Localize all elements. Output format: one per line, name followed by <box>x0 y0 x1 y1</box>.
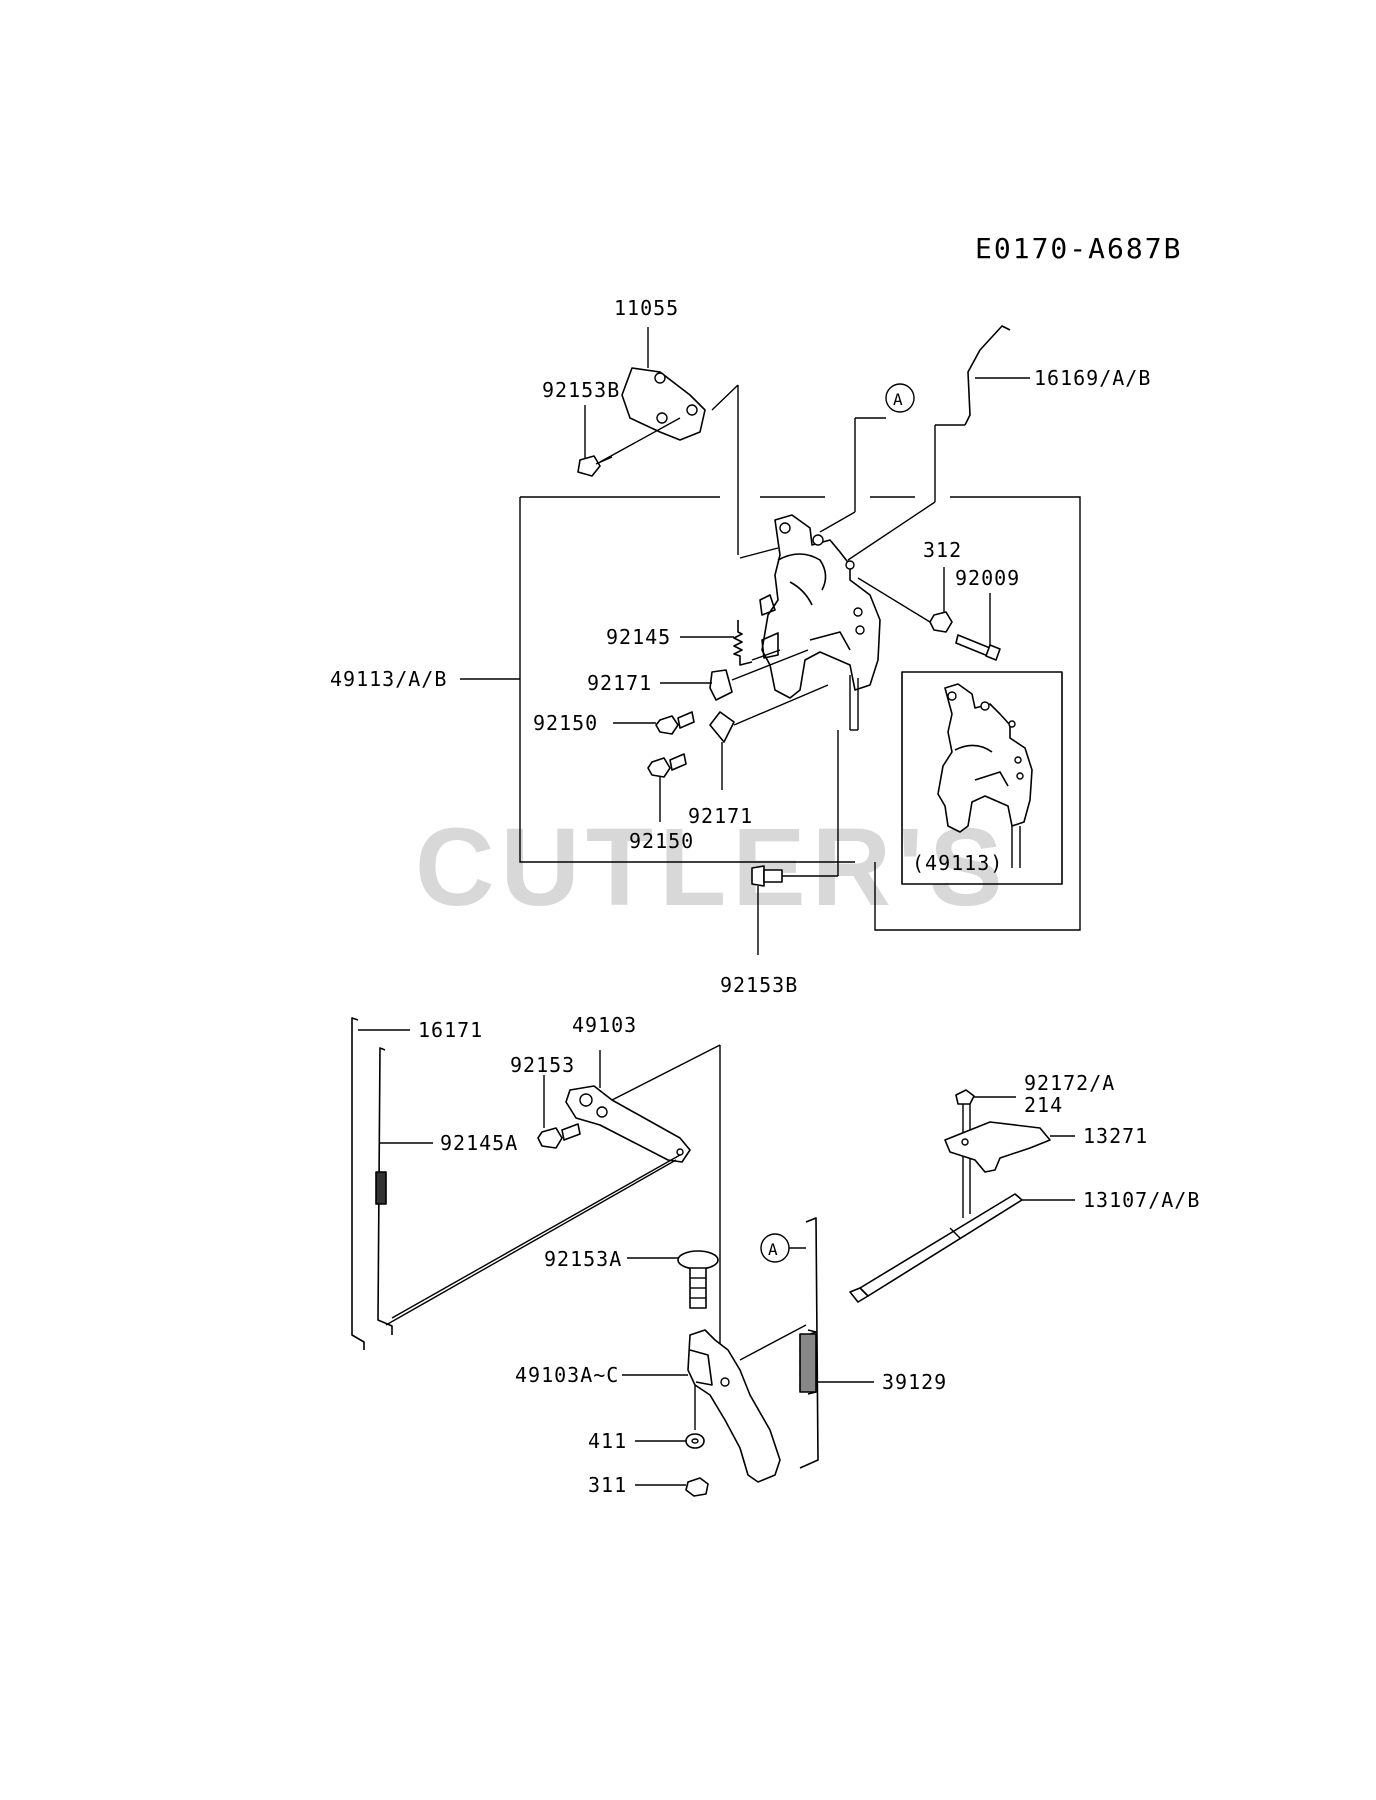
bracket-11055 <box>599 327 739 555</box>
nut-312 <box>857 567 953 633</box>
label-312: 312 <box>923 538 962 562</box>
part-labels: 11055 92153B 16169/A/B 312 92009 92145 4… <box>330 296 1200 1497</box>
spring-39129 <box>799 1329 874 1395</box>
clip-92171-a <box>660 649 809 701</box>
callout-a-bottom: A <box>760 1233 790 1263</box>
shaft-13107 <box>849 1100 1075 1303</box>
inset-label: (49113) <box>912 851 1003 875</box>
callout-a-top: A <box>819 383 915 533</box>
spring-92145 <box>680 620 781 666</box>
bolt-92150-a <box>613 711 695 735</box>
label-49103A: 49103A~C <box>515 1363 619 1387</box>
label-49103: 49103 <box>572 1013 637 1037</box>
label-92153B-top: 92153B <box>542 378 620 402</box>
label-16169: 16169/A/B <box>1034 366 1151 390</box>
screw-92153B-top <box>577 405 613 477</box>
governor-plate-49113 <box>739 514 881 731</box>
nut-311 <box>635 1477 709 1497</box>
label-16171: 16171 <box>418 1018 483 1042</box>
label-92009: 92009 <box>955 566 1020 590</box>
label-92153: 92153 <box>510 1053 575 1077</box>
label-13271: 13271 <box>1083 1124 1148 1148</box>
label-92150-a: 92150 <box>533 711 598 735</box>
diagram-code: E0170-A687B <box>975 232 1182 265</box>
label-92171-a: 92171 <box>587 671 652 695</box>
label-13107: 13107/A/B <box>1083 1188 1200 1212</box>
label-11055: 11055 <box>614 296 679 320</box>
bolt-92009 <box>955 593 1001 661</box>
label-92153A: 92153A <box>544 1247 622 1271</box>
inset-box: (49113) <box>901 671 1063 885</box>
rod-16171 <box>351 1017 410 1350</box>
label-92171-b: 92171 <box>688 804 753 828</box>
label-411: 411 <box>588 1429 627 1453</box>
label-311: 311 <box>588 1473 627 1497</box>
throttle-rod <box>739 1217 819 1469</box>
spring-92145A <box>375 1047 433 1335</box>
watermark: CUTLER'S <box>415 806 1009 929</box>
screw-92172 <box>955 1089 1016 1105</box>
svg-text:A: A <box>768 1240 779 1259</box>
pin-92153A <box>627 1250 719 1309</box>
svg-text:A: A <box>893 390 904 409</box>
clip-92171-b <box>709 684 829 790</box>
link-plate-49103 <box>385 1044 721 1380</box>
lever-49103A <box>622 1329 781 1483</box>
washer-411 <box>635 1433 705 1449</box>
label-39129: 39129 <box>882 1370 947 1394</box>
bolt-92153 <box>537 1075 581 1149</box>
screw-92153B-bottom <box>751 730 839 955</box>
label-92145: 92145 <box>606 625 671 649</box>
assembly-frame <box>519 496 1081 931</box>
plate-13271 <box>944 1121 1075 1173</box>
rod-16169 <box>847 325 1030 561</box>
label-214: 214 <box>1024 1093 1063 1117</box>
label-92153B-bottom: 92153B <box>720 973 798 997</box>
label-92172: 92172/A <box>1024 1071 1115 1095</box>
label-92150-b: 92150 <box>629 829 694 853</box>
label-49113: 49113/A/B <box>330 667 447 691</box>
bolt-92150-b <box>647 753 687 822</box>
label-92145A: 92145A <box>440 1131 518 1155</box>
